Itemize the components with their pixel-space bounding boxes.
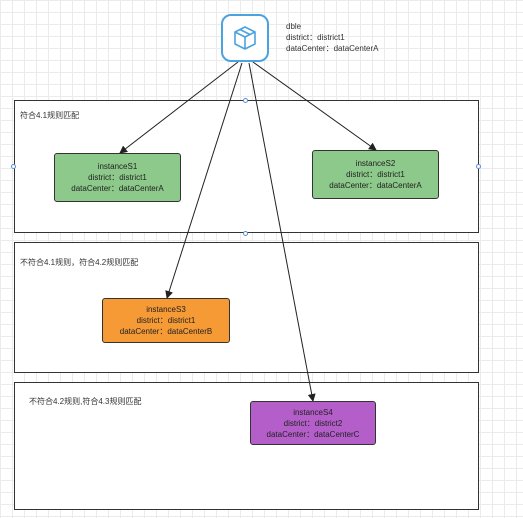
instance-s3-district: district：district1: [136, 316, 196, 325]
instance-s4-datacenter: dataCenter：dataCenterC: [266, 429, 360, 439]
region-rule-4-3-label: 不符合4.2规则,符合4.3规则匹配: [29, 397, 142, 406]
arrow-dble-to-s1: [119, 61, 239, 154]
instance-s3-datacenter: dataCenter：dataCenterB: [119, 327, 213, 336]
region-rule-4-1-label: 符合4.1规则匹配: [20, 111, 80, 120]
arrow-dble-to-s4: [248, 62, 316, 402]
arrow-dble-to-s2: [252, 61, 377, 151]
instance-s1-name: instanceS1: [97, 162, 138, 171]
dble-node[interactable]: [221, 14, 269, 62]
dble-info: dble district：district1 dataCenter：dataC…: [286, 21, 379, 54]
instance-s2-district: district：district1: [346, 170, 405, 179]
resize-handle-right[interactable]: [476, 164, 481, 169]
instance-s1-datacenter: dataCenter：dataCenterA: [71, 184, 164, 193]
instance-s4-name: instanceS4: [293, 407, 333, 417]
dble-datacenter: dataCenter：dataCenterA: [286, 44, 379, 53]
instance-s3-node[interactable]: instanceS3 district：district1 dataCenter…: [102, 298, 230, 343]
arrow-dble-to-s3: [165, 62, 243, 299]
resize-handle-left[interactable]: [11, 164, 16, 169]
instance-s4-node[interactable]: instanceS4 district：district2 dataCenter…: [250, 401, 376, 445]
instance-s4-district: district：district2: [283, 418, 343, 428]
instance-s2-datacenter: dataCenter：dataCenterA: [329, 181, 422, 190]
instance-s2-name: instanceS2: [355, 159, 396, 168]
dble-district: district：district1: [286, 33, 345, 42]
dble-name: dble: [286, 22, 302, 31]
region-rule-4-2-label: 不符合4.1规则，符合4.2规则匹配: [20, 258, 139, 267]
resize-handle-top[interactable]: [243, 98, 248, 103]
region-rule-4-3: [14, 382, 479, 510]
resize-handle-bottom[interactable]: [243, 231, 248, 236]
instance-s3-name: instanceS3: [146, 305, 186, 314]
region-rule-4-2: [14, 242, 479, 373]
instance-s2-node[interactable]: instanceS2 district：district1 dataCenter…: [312, 150, 439, 199]
cube-icon: [234, 26, 256, 50]
instance-s1-node[interactable]: instanceS1 district：district1 dataCenter…: [54, 153, 181, 202]
instance-s1-district: district：district1: [88, 173, 147, 182]
